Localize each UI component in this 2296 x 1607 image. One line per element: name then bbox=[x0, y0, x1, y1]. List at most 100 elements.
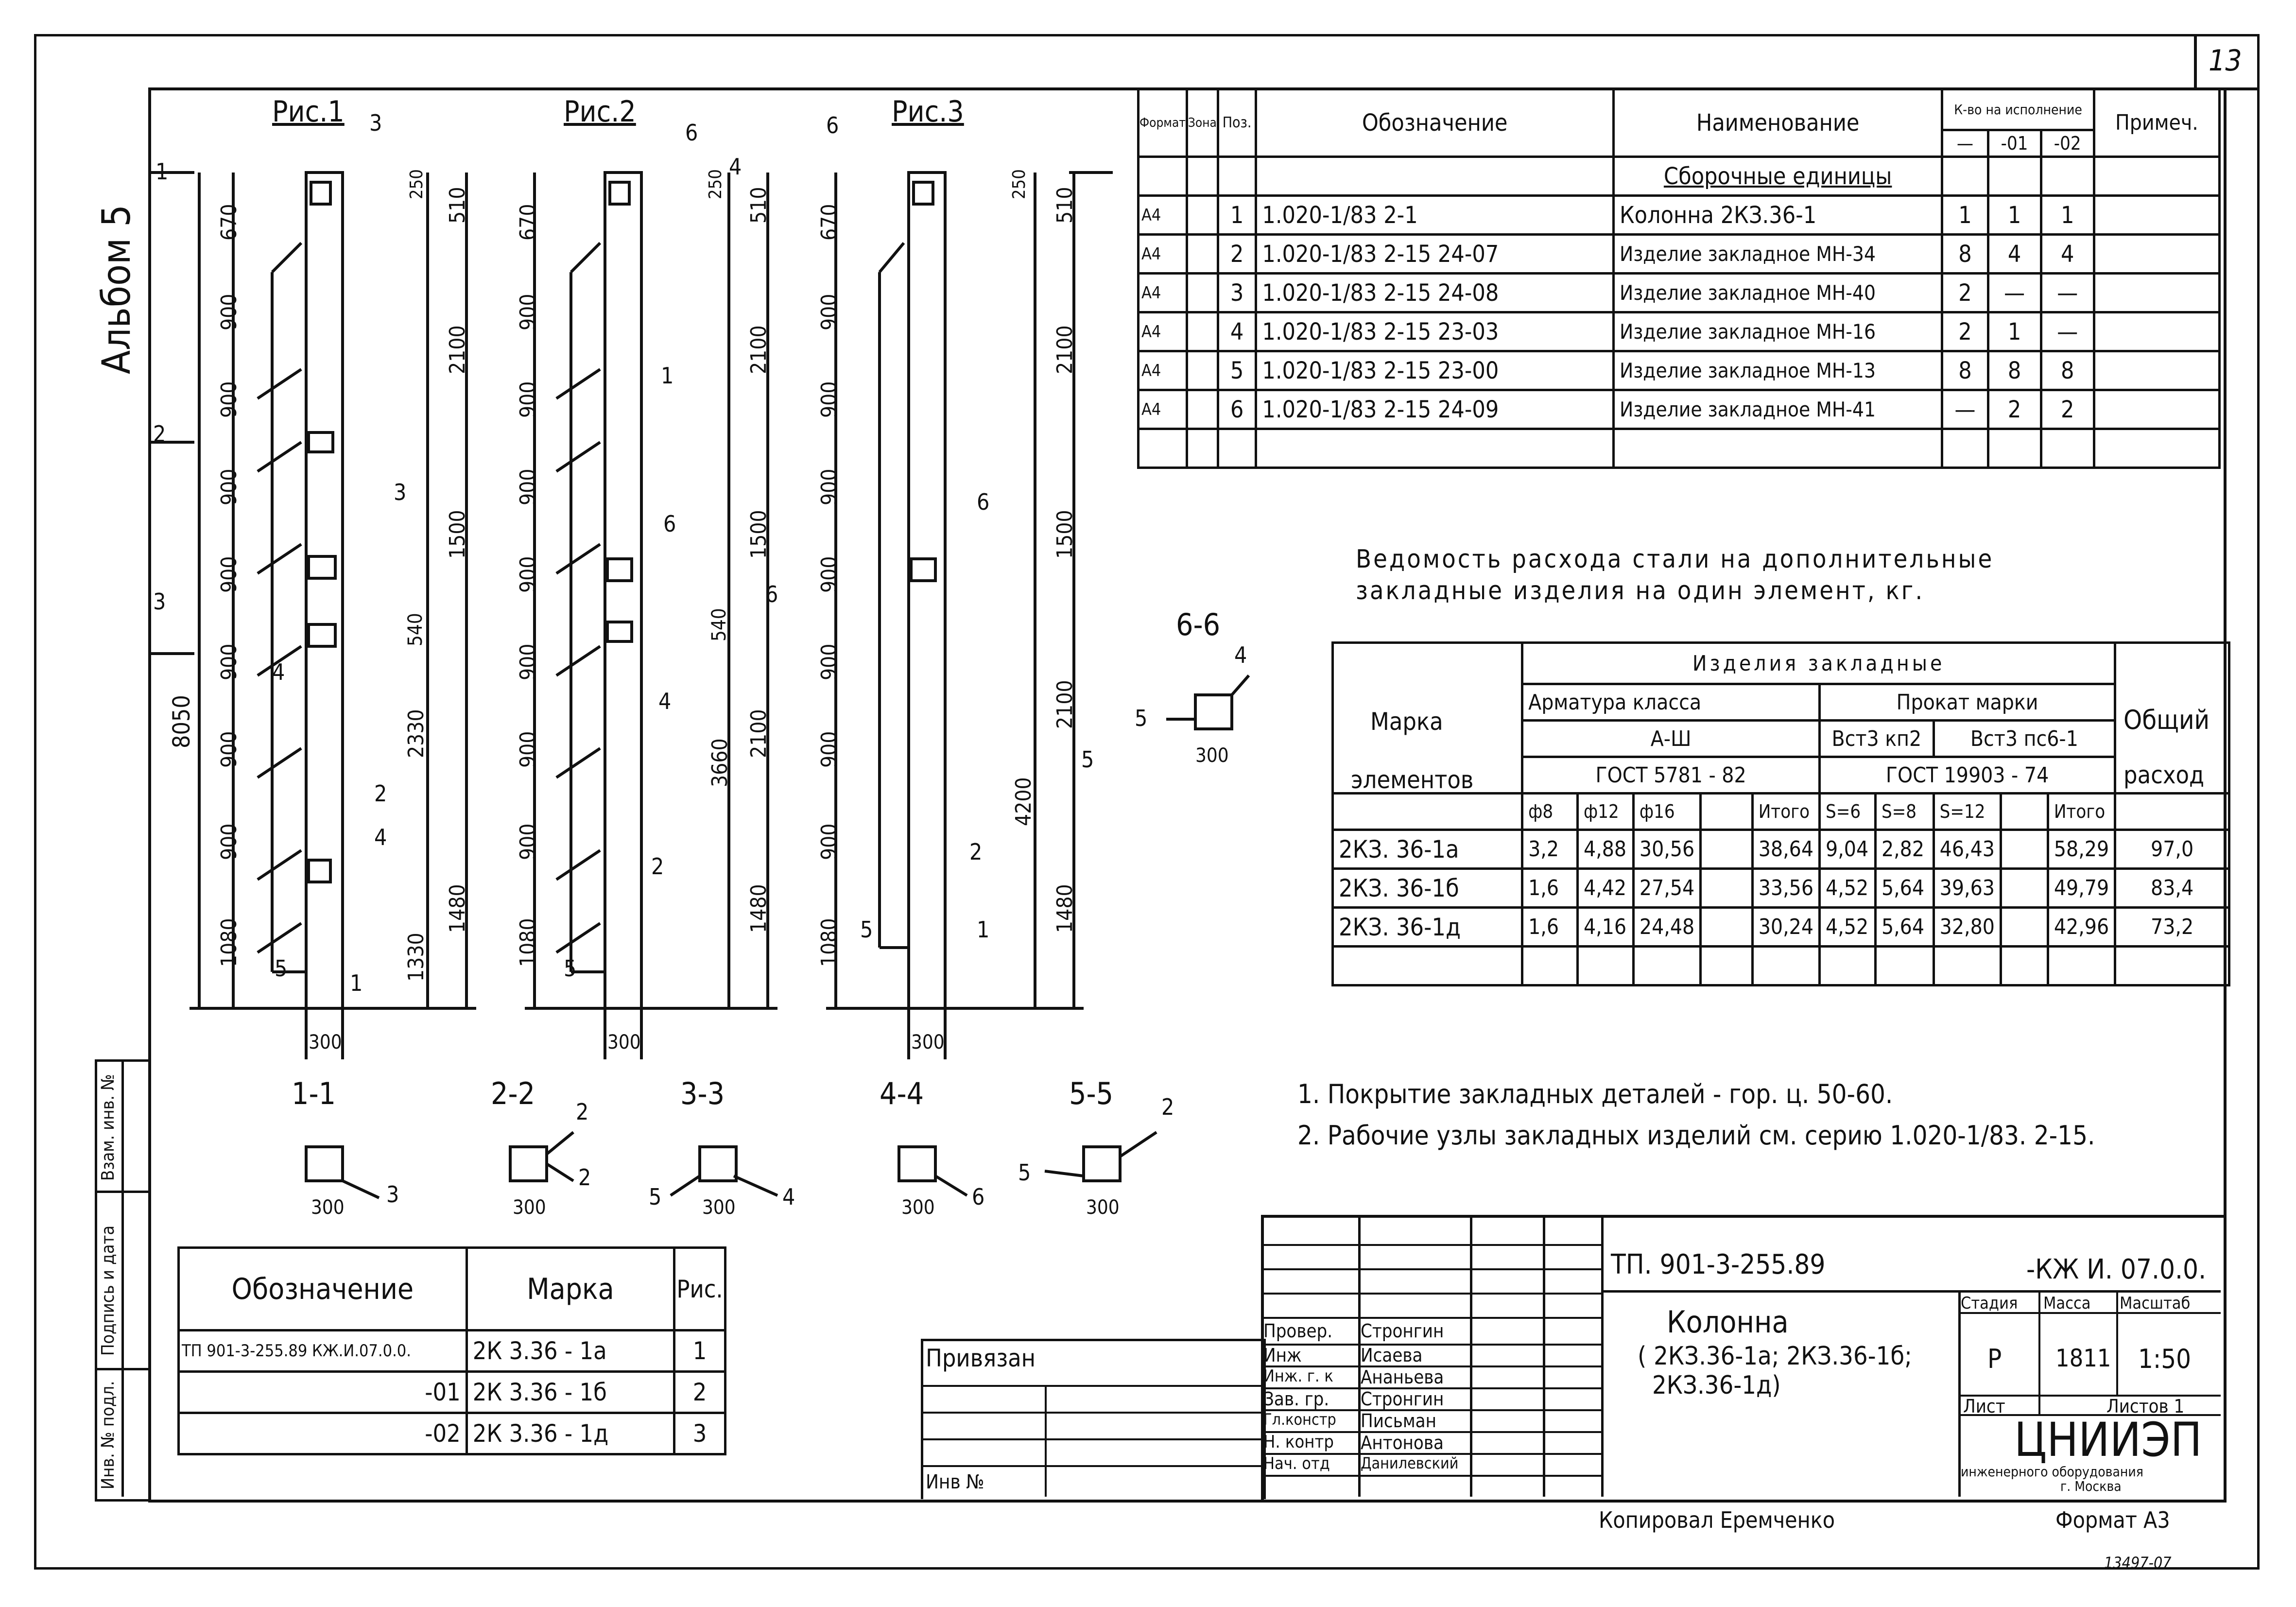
privyazan-line bbox=[921, 1385, 1263, 1387]
marks-h-fig: Рис. bbox=[673, 1246, 726, 1331]
spec-q: 8 bbox=[1986, 350, 2042, 391]
spec-h-pos: Поз. bbox=[1216, 87, 1258, 158]
left-strip-line2 bbox=[95, 1191, 148, 1193]
spec-q: 2 bbox=[1941, 311, 1989, 352]
tb-vline-right bbox=[2116, 1290, 2118, 1395]
privyazan-inv: Инв № bbox=[926, 1471, 984, 1493]
steel-v: 1,6 bbox=[1521, 906, 1579, 948]
steel-h-rebar-gost: ГОСТ 5781 - 82 bbox=[1521, 756, 1821, 795]
privyazan-line bbox=[921, 1438, 1263, 1440]
spec-q: 8 bbox=[1941, 233, 1989, 275]
fig1-dim-total: 8050 bbox=[168, 695, 195, 748]
fig2-dim: 2100 bbox=[746, 325, 771, 374]
spec-h-qty-1: -01 bbox=[1986, 129, 2042, 158]
spec-name: Изделие закладное МН-13 bbox=[1612, 350, 1944, 391]
steel-v: 2,82 bbox=[1874, 829, 1935, 870]
spec-section-title: Сборочные единицы bbox=[1612, 156, 1944, 197]
marks-designation: ТП 901-3-255.89 КЖ.И.07.0.0. bbox=[177, 1329, 468, 1373]
spec-q: 1 bbox=[2039, 194, 2095, 236]
tb-org-sub: инженерного оборудования bbox=[1961, 1464, 2143, 1480]
section-6-6 bbox=[1194, 693, 1233, 730]
privyazan-line bbox=[921, 1465, 1263, 1467]
fig2-label: Рис.2 bbox=[564, 95, 636, 129]
spec-designation: 1.020-1/83 2-15 24-08 bbox=[1255, 272, 1615, 313]
steel-col bbox=[1999, 792, 2049, 831]
fig1-dim: 510 bbox=[445, 187, 470, 224]
callout-1: 1 bbox=[661, 363, 674, 389]
section-5-5 bbox=[1082, 1145, 1122, 1182]
steel-title-1: Ведомость расхода стали на дополнительны… bbox=[1356, 545, 1994, 574]
section-callout: 2 bbox=[576, 1099, 589, 1125]
steel-col: Итого bbox=[1751, 792, 1821, 831]
steel-mark: 2КЗ. 36-1б bbox=[1331, 867, 1524, 909]
spec-q: 2 bbox=[1986, 389, 2042, 430]
marks-fig: 1 bbox=[673, 1329, 726, 1373]
spec-pos: 4 bbox=[1216, 311, 1258, 352]
section-2-2 bbox=[509, 1145, 548, 1182]
section-label: 6-6 bbox=[1176, 607, 1221, 642]
steel-v: 4,52 bbox=[1818, 906, 1877, 948]
fig1-width: 300 bbox=[309, 1031, 342, 1054]
section-mark-3: 3 bbox=[153, 588, 166, 615]
steel-h-rebar: Арматура класса bbox=[1521, 683, 1821, 722]
fig1-dim: 900 bbox=[217, 643, 242, 680]
spec-format: А4 bbox=[1137, 350, 1188, 391]
tb-hline bbox=[1261, 1244, 1601, 1246]
signer-role: Н. контр bbox=[1263, 1432, 1334, 1452]
fig1-dim: 1330 bbox=[404, 933, 429, 982]
steel-v: 46,43 bbox=[1932, 829, 2002, 870]
spec-h-name: Наименование bbox=[1612, 87, 1944, 158]
marks-fig: 3 bbox=[673, 1412, 726, 1455]
steel-total: 73,2 bbox=[2114, 906, 2230, 948]
section-label: 3-3 bbox=[680, 1076, 725, 1111]
privyazan-block bbox=[921, 1339, 1266, 1499]
spec-row: А4 2 1.020-1/83 2-15 24-07 Изделие закла… bbox=[1137, 233, 2221, 275]
spec-q: 1 bbox=[1941, 194, 1989, 236]
privyazan-label: Привязан bbox=[926, 1344, 1036, 1372]
fig3-dim: 4200 bbox=[1011, 777, 1036, 826]
spec-row: А4 1 1.020-1/83 2-1 Колонна 2КЗ.36-1 1 1… bbox=[1137, 194, 2221, 236]
steel-v: 3,2 bbox=[1521, 829, 1579, 870]
callout-4: 4 bbox=[272, 659, 285, 685]
callout-3: 3 bbox=[394, 479, 407, 505]
fig2-dim: 900 bbox=[516, 731, 540, 768]
fig3-dim: 2100 bbox=[1053, 325, 1077, 374]
section-mark-1: 1 bbox=[155, 158, 169, 185]
tb-sheets-label: Листов 1 bbox=[2106, 1396, 2185, 1417]
signer-name: Стронгин bbox=[1361, 1320, 1444, 1342]
steel-h-rolled-gost: ГОСТ 19903 - 74 bbox=[1818, 756, 2117, 795]
steel-row: 2КЗ. 36-1а 3,2 4,88 30,56 38,64 9,04 2,8… bbox=[1331, 829, 2230, 870]
fig3-dim: 900 bbox=[817, 823, 842, 860]
callout-6: 6 bbox=[663, 511, 676, 537]
spec-q: 4 bbox=[1986, 233, 2042, 275]
steel-h-rolled: Прокат марки bbox=[1818, 683, 2117, 722]
spec-q: 4 bbox=[2039, 233, 2095, 275]
spec-h-note: Примеч. bbox=[2092, 87, 2221, 158]
steel-v bbox=[1999, 906, 2049, 948]
left-strip-line1 bbox=[95, 1368, 148, 1370]
privyazan-vline bbox=[1045, 1385, 1047, 1497]
callout-6: 6 bbox=[977, 489, 990, 515]
spec-table: Формат Зона Поз. Обозначение Наименовани… bbox=[1137, 87, 2221, 469]
steel-total: 97,0 bbox=[2114, 829, 2230, 870]
callout-6: 6 bbox=[826, 112, 839, 138]
fig2-width: 300 bbox=[607, 1031, 641, 1054]
section-callout: 2 bbox=[578, 1164, 591, 1191]
callout-1: 1 bbox=[350, 970, 363, 996]
tb-vline-right bbox=[2038, 1290, 2040, 1414]
fig1-dim: 540 bbox=[404, 613, 427, 646]
callout-6: 6 bbox=[685, 120, 698, 146]
marks-fig: 2 bbox=[673, 1370, 726, 1414]
privyazan-line bbox=[921, 1412, 1263, 1414]
spec-h-designation: Обозначение bbox=[1255, 87, 1615, 158]
callout-2: 2 bbox=[969, 839, 983, 865]
steel-v: 27,54 bbox=[1632, 867, 1702, 909]
spec-name: Изделие закладное МН-41 bbox=[1612, 389, 1944, 430]
fig2-dim: 900 bbox=[516, 381, 540, 418]
fig3-dim: 900 bbox=[817, 556, 842, 593]
title-block bbox=[1261, 1215, 2224, 1500]
steel-v: 30,24 bbox=[1751, 906, 1821, 948]
fig3-dim: 1080 bbox=[817, 918, 842, 967]
steel-col: ф12 bbox=[1576, 792, 1635, 831]
callout-3: 3 bbox=[369, 110, 382, 136]
